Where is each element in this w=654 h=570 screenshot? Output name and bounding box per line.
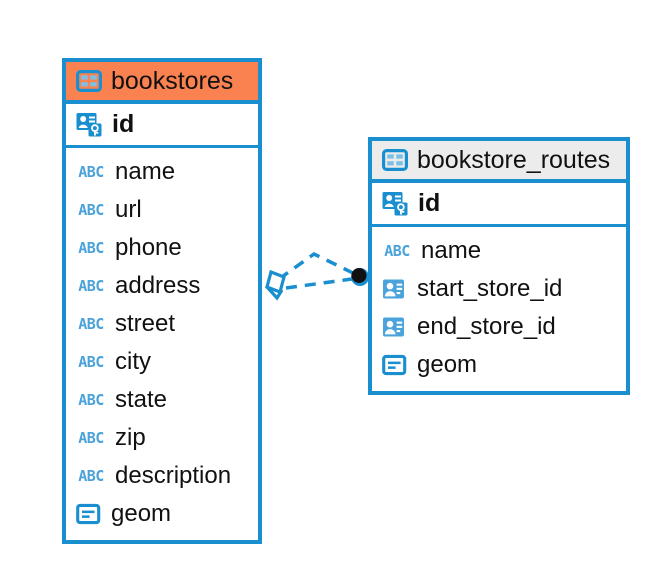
- text-field-icon: ABC: [78, 162, 104, 181]
- field-label: name: [115, 158, 176, 185]
- field-row[interactable]: ABC street: [66, 305, 258, 343]
- entity-header-bookstore-routes[interactable]: bookstore_routes: [372, 141, 626, 183]
- field-label: geom: [417, 351, 478, 378]
- filled-circle-marker: [351, 268, 369, 286]
- text-field-icon: ABC: [78, 390, 104, 409]
- field-list-bookstore-routes: ABC name start_store_id: [372, 227, 626, 391]
- text-field-icon: ABC: [78, 314, 104, 333]
- field-label: url: [115, 196, 142, 223]
- primary-key-label: id: [112, 110, 135, 138]
- foreign-key-icon: [382, 316, 408, 339]
- field-row[interactable]: ABC name: [66, 153, 258, 191]
- geometry-field-icon: [382, 354, 408, 376]
- field-list-bookstores: ABC name ABC url ABC phone ABC address A…: [66, 148, 258, 540]
- field-row[interactable]: ABC name: [372, 232, 626, 270]
- field-row[interactable]: geom: [66, 495, 258, 533]
- text-field-icon: ABC: [78, 276, 104, 295]
- relationship-line-lower: [285, 277, 353, 290]
- field-row[interactable]: ABC zip: [66, 419, 258, 457]
- field-row[interactable]: ABC city: [66, 343, 258, 381]
- field-row[interactable]: ABC description: [66, 457, 258, 495]
- field-label: start_store_id: [417, 275, 563, 302]
- primary-key-icon: [382, 190, 409, 217]
- field-row[interactable]: end_store_id: [372, 308, 626, 346]
- relationship-line-upper: [277, 251, 356, 281]
- geometry-field-icon: [76, 503, 102, 525]
- primary-key-label: id: [418, 189, 441, 217]
- field-row[interactable]: ABC state: [66, 381, 258, 419]
- foreign-key-icon: [382, 278, 408, 301]
- entity-header-bookstores[interactable]: bookstores: [66, 62, 258, 104]
- field-row[interactable]: geom: [372, 346, 626, 384]
- crows-foot-diamond-marker: [265, 269, 286, 301]
- field-label: zip: [115, 424, 146, 451]
- entity-bookstores[interactable]: bookstores: [62, 58, 262, 544]
- field-row[interactable]: ABC url: [66, 191, 258, 229]
- field-row[interactable]: ABC phone: [66, 229, 258, 267]
- primary-key-icon: [76, 111, 103, 138]
- field-row[interactable]: start_store_id: [372, 270, 626, 308]
- primary-key-row[interactable]: id: [372, 183, 626, 227]
- field-label: city: [115, 348, 151, 375]
- field-label: name: [421, 237, 482, 264]
- field-label: end_store_id: [417, 313, 556, 340]
- field-label: state: [115, 386, 168, 413]
- table-icon: [76, 70, 102, 92]
- primary-key-row[interactable]: id: [66, 104, 258, 148]
- field-label: description: [115, 462, 232, 489]
- entity-title: bookstores: [111, 66, 234, 95]
- entity-bookstore-routes[interactable]: bookstore_routes: [368, 137, 630, 395]
- text-field-icon: ABC: [78, 466, 104, 485]
- field-label: street: [115, 310, 176, 337]
- text-field-icon: ABC: [78, 428, 104, 447]
- field-label: phone: [115, 234, 182, 261]
- entity-title: bookstore_routes: [417, 145, 611, 174]
- field-label: address: [115, 272, 201, 299]
- text-field-icon: ABC: [78, 200, 104, 219]
- text-field-icon: ABC: [78, 352, 104, 371]
- field-label: geom: [111, 500, 172, 527]
- text-field-icon: ABC: [78, 238, 104, 257]
- table-icon: [382, 149, 408, 171]
- field-row[interactable]: ABC address: [66, 267, 258, 305]
- text-field-icon: ABC: [384, 241, 410, 260]
